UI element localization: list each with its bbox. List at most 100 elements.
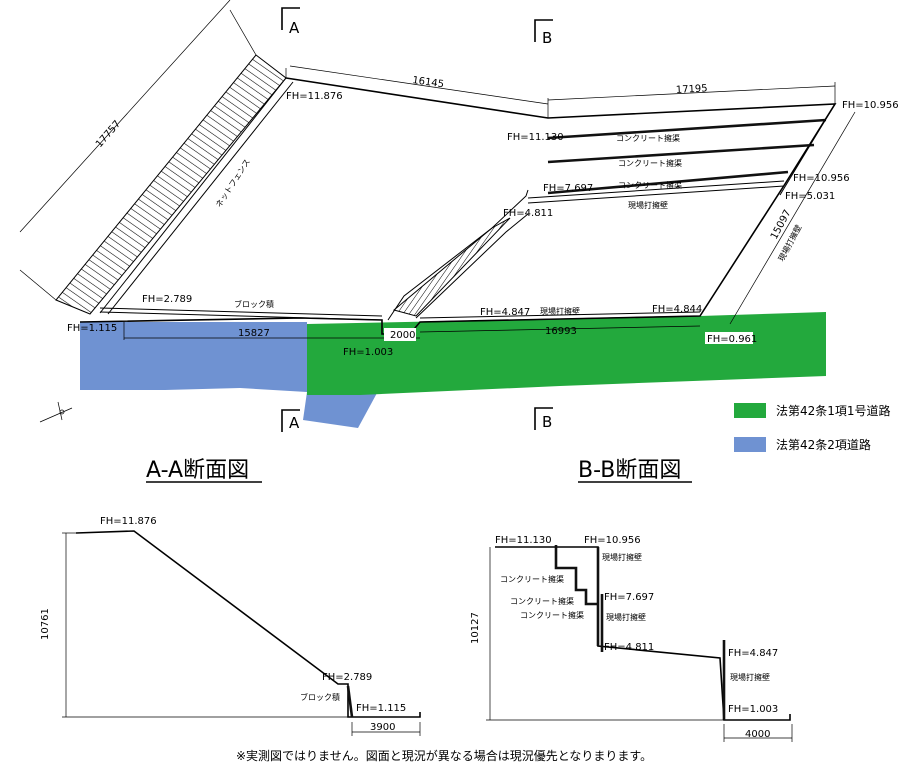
section-marker-a-top (281, 7, 300, 30)
net-fence-line (99, 77, 287, 314)
middle-stairs-edge (387, 189, 529, 321)
mid-retaining-wall-2 (527, 180, 785, 199)
section-marker-a-bottom-label: A (289, 414, 300, 432)
concrete-channel-1 (547, 118, 827, 140)
fh-left-corner: FH=1.115 (67, 323, 117, 334)
section-marker-a-bottom (281, 409, 300, 432)
road-2-area (80, 322, 307, 392)
section-aa-fh-bottom: FH=1.115 (356, 703, 406, 714)
section-marker-b-bottom-label: B (542, 413, 552, 431)
block-wall-line (99, 311, 383, 321)
left-stairs (55, 54, 287, 315)
fh-top-left: FH=11.876 (286, 91, 343, 102)
dim-bottom-mid-bg (384, 328, 416, 341)
section-bb-base-dim: 4000 (745, 729, 770, 740)
fh-top-right: FH=10.956 (842, 100, 899, 111)
footer-note: ※実測図ではりません。図面と現況が異なる場合は現況優先となりまります。 (236, 748, 652, 763)
section-bb-profile (495, 546, 791, 721)
retaining-wall-bottom-line (419, 315, 701, 323)
net-fence-line-2 (107, 81, 294, 315)
label-block-wall: ブロック積 (234, 299, 274, 309)
label-net-fence: ネットフェンス (214, 157, 252, 209)
dim-bottom-mid: 2000 (390, 330, 415, 341)
section-marker-a-top-label: A (289, 19, 300, 37)
label-retaining-wall-mid: 現場打擁壁 (628, 200, 668, 210)
section-bb-channels (554, 545, 598, 606)
dim-tick (229, 9, 257, 56)
section-bb-fh-top-right: FH=10.956 (584, 535, 641, 546)
fh-bottom-right-far: FH=4.844 (652, 304, 702, 315)
fh-mid-upper: FH=7.697 (543, 183, 593, 194)
section-aa-height-dim: 10761 (40, 608, 51, 640)
fh-mid-lower: FH=4.811 (503, 208, 553, 219)
legend-swatch-road-1 (734, 403, 766, 418)
dim-top-right: 17195 (676, 83, 708, 96)
section-marker-b-top-label: B (542, 29, 552, 47)
dim-tick (19, 269, 57, 301)
label-concrete-channel-1: コンクリート擁渠 (616, 133, 680, 143)
section-bb-channel-label-3: コンクリート擁渠 (520, 610, 584, 620)
fh-bottom-right-corner: FH=0.961 (707, 334, 757, 345)
dim-line-right-diagonal (729, 111, 856, 325)
fh-top-mid: FH=11.130 (507, 132, 564, 143)
legend-swatch-road-2 (734, 437, 766, 452)
section-bb-channel-label-2: コンクリート擁渠 (510, 596, 574, 606)
dim-left-diagonal: 17757 (94, 119, 123, 150)
site-boundary (79, 77, 837, 335)
section-bb-wall-label-1: 現場打擁壁 (602, 552, 642, 562)
dim-bottom-left: 15827 (238, 328, 270, 339)
retaining-wall-bottom-line-2 (419, 311, 701, 319)
section-bb: 10127 4000 FH=11.130 FH=10.956 FH=7.697 … (470, 535, 793, 742)
legend-label-road-2: 法第42条2項道路 (776, 437, 871, 452)
north-arrow-icon (39, 401, 73, 423)
road-1-area (307, 312, 826, 395)
section-bb-fh-mid: FH=7.697 (604, 592, 654, 603)
middle-stairs (392, 217, 511, 317)
section-marker-b-top (534, 19, 553, 42)
road-2-area-spur (303, 392, 377, 428)
section-bb-fh-lower: FH=4.811 (604, 642, 654, 653)
block-wall-line-2 (99, 307, 383, 317)
section-aa-base-dim: 3900 (370, 722, 395, 733)
fh-bottom-right-upper: FH=4.847 (480, 307, 530, 318)
section-aa-fh-top: FH=11.876 (100, 516, 157, 527)
dim-line-top-left (289, 65, 549, 105)
section-aa-block-wall (346, 685, 354, 718)
fh-right-low: FH=5.031 (785, 191, 835, 202)
dim-bottom-right: 16993 (545, 326, 577, 337)
dim-line-left-diagonal (19, 0, 231, 233)
legend-label-road-1: 法第42条1項1号道路 (776, 403, 891, 418)
section-bb-fh-bottom: FH=1.003 (728, 704, 778, 715)
section-aa-title: A-A断面図 (146, 458, 249, 483)
section-bb-wall-label-2: 現場打擁壁 (606, 612, 646, 622)
fh-right-mid: FH=10.956 (793, 173, 850, 184)
section-bb-channel-label-1: コンクリート擁渠 (500, 574, 564, 584)
section-bb-fh-top-left: FH=11.130 (495, 535, 552, 546)
section-bb-height-dim: 10127 (470, 612, 481, 644)
concrete-channel-3 (547, 170, 789, 195)
fh-left-low: FH=2.789 (142, 294, 192, 305)
dim-line-bottom-right (419, 325, 701, 333)
section-aa-fh-mid: FH=2.789 (322, 672, 372, 683)
legend: 法第42条1項1号道路 法第42条2項道路 (734, 403, 891, 452)
fh-bottom-mid: FH=1.003 (343, 347, 393, 358)
section-marker-b-bottom (534, 407, 553, 430)
section-bb-wall-label-3: 現場打擁壁 (730, 672, 770, 682)
mid-retaining-wall (527, 185, 785, 204)
dim-line-top-right (547, 85, 836, 101)
fh-bottom-right-corner-bg (705, 332, 753, 344)
section-aa-profile (75, 530, 421, 718)
right-inner-edge (779, 103, 836, 196)
section-bb-title: B-B断面図 (578, 458, 681, 483)
label-retaining-wall-bottom: 現場打擁壁 (540, 306, 580, 316)
section-bb-fh-right-upper: FH=4.847 (728, 648, 778, 659)
section-aa-block-wall-label: ブロック積 (300, 692, 340, 702)
concrete-channel-2 (547, 143, 815, 164)
label-concrete-channel-3: コンクリート擁渠 (618, 180, 682, 190)
label-concrete-channel-2: コンクリート擁渠 (618, 158, 682, 168)
plan-view: A B A B 16145 17195 17757 15097 15827 20… (19, 0, 899, 432)
section-aa: 10761 3900 FH=11.876 FH=2.789 FH=1.115 ブ… (40, 516, 421, 736)
middle-stairs-edge-2 (415, 213, 529, 319)
dim-top-left: 16145 (412, 75, 445, 90)
